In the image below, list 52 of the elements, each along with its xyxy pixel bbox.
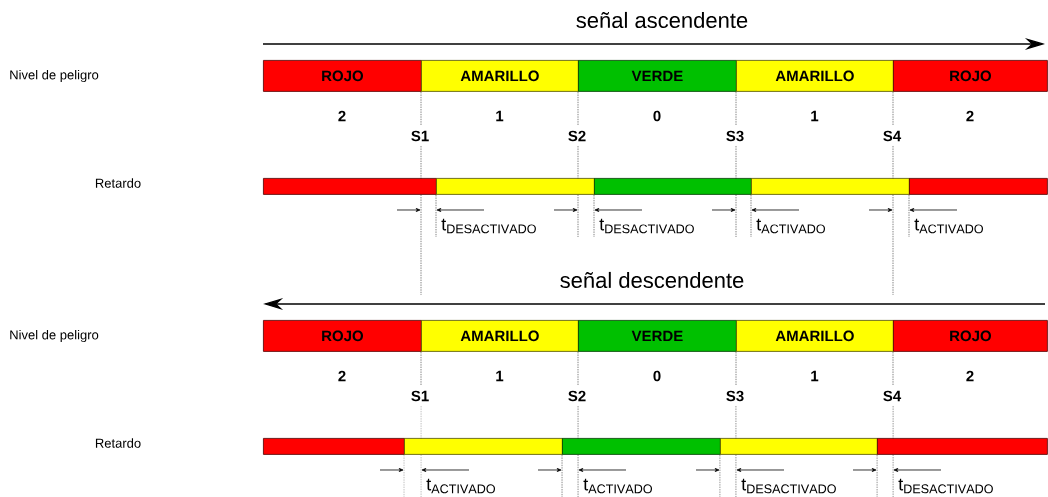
delay-bar <box>909 178 1048 195</box>
signal-label: señal descendente <box>560 271 744 289</box>
delay-label: $\mathrm{t}_{\mathrm{ACTIVADO}}$ <box>914 218 983 234</box>
delay-label: $\mathrm{t}_{\mathrm{DESACTIVADO}}$ <box>898 478 993 494</box>
delay-bar <box>436 178 595 195</box>
level-number: 2 <box>338 370 346 382</box>
delay-label: $\mathrm{t}_{\mathrm{DESACTIVADO}}$ <box>741 478 836 494</box>
row-label: Retardo <box>95 178 141 188</box>
delay-bar <box>263 438 405 455</box>
delay-label: $\mathrm{t}_{\mathrm{DESACTIVADO}}$ <box>599 218 694 234</box>
level-number: 1 <box>811 110 819 122</box>
threshold-label: S2 <box>568 130 586 142</box>
threshold-label: S2 <box>568 390 586 402</box>
level-band: VERDE <box>578 320 737 352</box>
level-number: 0 <box>653 370 661 382</box>
row-label: Nivel de peligro <box>10 69 99 83</box>
level-number: 2 <box>966 110 974 122</box>
delay-label: $\mathrm{t}_{\mathrm{ACTIVADO}}$ <box>756 218 825 234</box>
threshold-label: S1 <box>411 390 429 402</box>
level-number: 2 <box>338 110 346 122</box>
level-band: ROJO <box>893 320 1048 352</box>
threshold-label: S3 <box>726 130 744 142</box>
delay-bar <box>404 438 563 455</box>
delay-bar <box>594 178 752 195</box>
delay-label: $\mathrm{t}_{\mathrm{ACTIVADO}}$ <box>426 478 495 494</box>
level-number: 0 <box>653 110 661 122</box>
delay-bar <box>877 438 1048 455</box>
delay-bar <box>720 438 878 455</box>
delay-bar <box>562 438 721 455</box>
level-band: AMARILLO <box>421 320 579 352</box>
level-band: AMARILLO <box>421 60 579 92</box>
delay-label: $\mathrm{t}_{\mathrm{DESACTIVADO}}$ <box>441 218 536 234</box>
signal-label: señal ascendente <box>576 11 748 29</box>
level-number: 1 <box>496 370 504 382</box>
threshold-label: S1 <box>411 130 429 142</box>
threshold-label: S4 <box>883 390 902 402</box>
level-band: ROJO <box>893 60 1048 92</box>
delay-label: $\mathrm{t}_{\mathrm{ACTIVADO}}$ <box>583 478 652 494</box>
level-band: ROJO <box>263 60 422 92</box>
threshold-label: S4 <box>883 130 902 142</box>
row-label: Nivel de peligro <box>10 329 99 343</box>
delay-bar <box>263 178 437 195</box>
level-number: 2 <box>966 370 974 382</box>
level-number: 1 <box>811 370 819 382</box>
level-number: 1 <box>496 110 504 122</box>
threshold-label: S3 <box>726 390 744 402</box>
level-band: AMARILLO <box>736 320 894 352</box>
level-band: ROJO <box>263 320 422 352</box>
level-band: VERDE <box>578 60 737 92</box>
level-band: AMARILLO <box>736 60 894 92</box>
row-label: Retardo <box>95 438 141 448</box>
delay-bar <box>751 178 910 195</box>
